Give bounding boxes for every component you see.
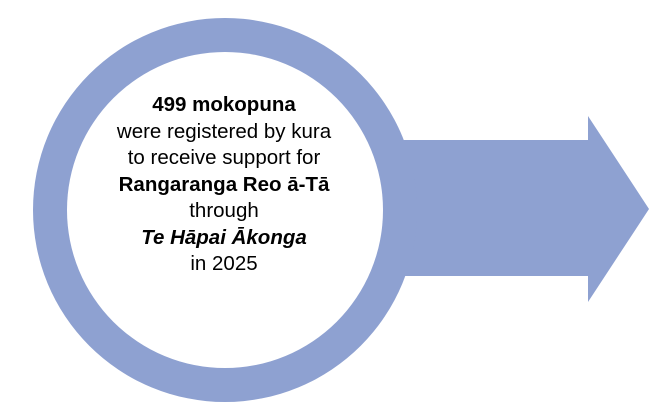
mokopuna-count: 499 mokopuna — [152, 93, 296, 116]
initiative-name: Te Hāpai Ākonga — [141, 225, 307, 249]
callout-line-through: through — [189, 199, 259, 222]
right-arrow-shape — [380, 116, 649, 302]
callout-line-support: to receive support for — [127, 146, 321, 169]
callout-line-year: in 2025 — [190, 252, 258, 275]
circle-inner-fill — [67, 52, 383, 368]
callout-line-registered: were registered by kura — [116, 119, 332, 143]
programme-name: Rangaranga Reo ā-Tā — [118, 172, 330, 196]
callout-text-block: 499 mokopuna were registered by kura to … — [74, 92, 374, 278]
